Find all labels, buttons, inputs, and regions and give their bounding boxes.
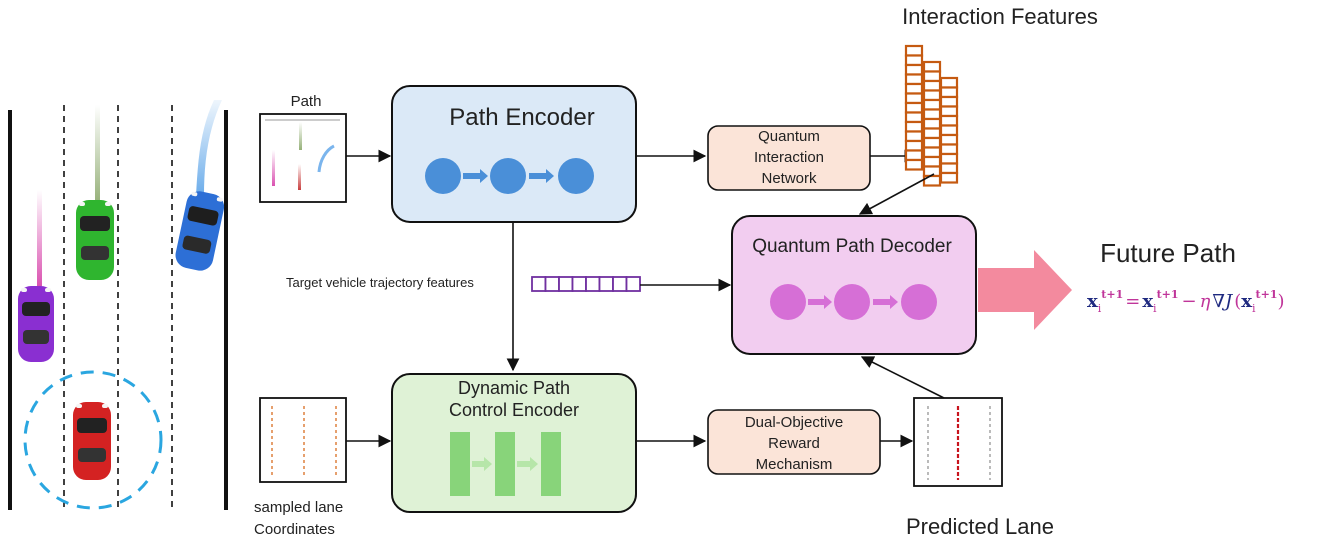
encoder-node bbox=[425, 158, 461, 194]
dual-objective-reward-block: Dual-Objective Reward Mechanism bbox=[707, 409, 881, 475]
feature-cell bbox=[904, 149, 924, 162]
feature-cell bbox=[904, 54, 924, 67]
feature-cell bbox=[939, 124, 959, 137]
quantum-interaction-network-block: Quantum Interaction Network bbox=[707, 125, 871, 191]
feature-cell bbox=[922, 127, 942, 140]
control-encoder-title-2: Control Encoder bbox=[449, 400, 579, 420]
feature-cell bbox=[904, 111, 924, 124]
feature-cell bbox=[939, 105, 959, 118]
control-encoder-layer bbox=[495, 432, 515, 496]
trajectory-vector-cell bbox=[612, 276, 628, 292]
control-encoder-title-1: Dynamic Path bbox=[458, 378, 570, 398]
feature-cell bbox=[922, 89, 942, 102]
trajectory-feature-vector bbox=[531, 276, 641, 292]
path-thumbnail bbox=[259, 113, 347, 203]
feature-cell bbox=[904, 101, 924, 114]
green-car-trail bbox=[95, 105, 100, 203]
target-vehicle-circle bbox=[23, 370, 163, 510]
encoder-flow-arrow bbox=[463, 169, 488, 183]
path-label: Path bbox=[291, 93, 322, 110]
green-car-icon bbox=[76, 200, 114, 280]
control-encoder-layer bbox=[541, 432, 561, 496]
future-path-arrow bbox=[978, 250, 1072, 330]
sampled-lane-label-1: sampled lane bbox=[254, 499, 343, 516]
feature-cell bbox=[939, 86, 959, 99]
purple-car-icon bbox=[18, 286, 54, 362]
trajectory-vector-cell bbox=[585, 276, 601, 292]
interaction-features-label: Interaction Features bbox=[902, 4, 1098, 29]
feature-cell bbox=[939, 152, 959, 165]
decoder-flow-arrow bbox=[808, 295, 832, 309]
feature-cell bbox=[939, 76, 959, 89]
red-car-icon bbox=[73, 402, 111, 480]
decoder-node bbox=[834, 284, 870, 320]
quantum-path-decoder-title: Quantum Path Decoder bbox=[752, 236, 952, 257]
interaction-features-grid bbox=[904, 44, 959, 187]
feature-cell bbox=[904, 82, 924, 95]
feature-cell bbox=[939, 95, 959, 108]
control-flow-arrow bbox=[472, 457, 492, 471]
feature-cell bbox=[922, 117, 942, 130]
feature-cell bbox=[939, 133, 959, 146]
feature-cell bbox=[904, 120, 924, 133]
arrow-lane-to-decoder bbox=[860, 356, 945, 399]
trajectory-vector-cell bbox=[544, 276, 560, 292]
control-flow-arrow bbox=[517, 457, 538, 471]
decoder-flow-arrow bbox=[873, 295, 898, 309]
sampled-lane-label-2: Coordinates bbox=[254, 521, 335, 538]
reward-line-2: Reward bbox=[768, 435, 820, 452]
qin-line-3: Network bbox=[761, 170, 817, 187]
dynamic-path-control-encoder-block: Dynamic Path Control Encoder bbox=[391, 373, 637, 513]
qin-line-1: Quantum bbox=[758, 128, 820, 145]
decoder-node bbox=[770, 284, 806, 320]
purple-car-trail bbox=[37, 190, 42, 286]
feature-cell bbox=[904, 73, 924, 86]
control-encoder-layer bbox=[450, 432, 470, 496]
quantum-path-decoder-block: Quantum Path Decoder bbox=[731, 215, 977, 355]
feature-cell bbox=[922, 60, 942, 73]
feature-cell bbox=[939, 114, 959, 127]
blue-car-icon bbox=[175, 191, 225, 271]
feature-cell bbox=[904, 44, 924, 57]
feature-cell bbox=[922, 146, 942, 159]
feature-cell bbox=[939, 143, 959, 156]
feature-cell bbox=[939, 162, 959, 175]
predicted-lane-thumbnail bbox=[913, 397, 1003, 487]
feature-cell bbox=[904, 139, 924, 152]
feature-cell bbox=[904, 92, 924, 105]
encoder-node bbox=[490, 158, 526, 194]
trajectory-vector-cell bbox=[571, 276, 587, 292]
feature-cell bbox=[922, 155, 942, 168]
feature-cell bbox=[922, 70, 942, 83]
feature-cell bbox=[922, 136, 942, 149]
road-scene bbox=[8, 100, 228, 512]
qin-line-2: Interaction bbox=[754, 149, 824, 166]
encoder-flow-arrow bbox=[529, 169, 554, 183]
feature-cell bbox=[922, 98, 942, 111]
feature-cell bbox=[904, 158, 924, 171]
trajectory-vector-cell bbox=[531, 276, 547, 292]
blue-car-trail bbox=[196, 100, 222, 196]
reward-line-3: Mechanism bbox=[756, 456, 833, 473]
feature-cell bbox=[939, 171, 959, 184]
feature-cell bbox=[904, 130, 924, 143]
target-trajectory-label: Target vehicle trajectory features bbox=[286, 275, 474, 290]
feature-cell bbox=[922, 108, 942, 121]
future-path-label: Future Path bbox=[1100, 238, 1236, 268]
update-formula: xit+1=xit+1−η∇J(xit+1) bbox=[1087, 288, 1285, 315]
path-encoder-title: Path Encoder bbox=[449, 104, 594, 131]
arrow-features-to-decoder bbox=[858, 173, 935, 215]
predicted-lane-label: Predicted Lane bbox=[906, 514, 1054, 539]
trajectory-vector-cell bbox=[598, 276, 614, 292]
reward-line-1: Dual-Objective bbox=[745, 414, 843, 431]
sampled-lane-thumbnail bbox=[259, 397, 347, 483]
encoder-node bbox=[558, 158, 594, 194]
trajectory-vector-cell bbox=[558, 276, 574, 292]
decoder-node bbox=[901, 284, 937, 320]
trajectory-vector-cell bbox=[625, 276, 641, 292]
feature-cell bbox=[904, 63, 924, 76]
path-encoder-block: Path Encoder bbox=[391, 85, 637, 223]
feature-cell bbox=[922, 79, 942, 92]
